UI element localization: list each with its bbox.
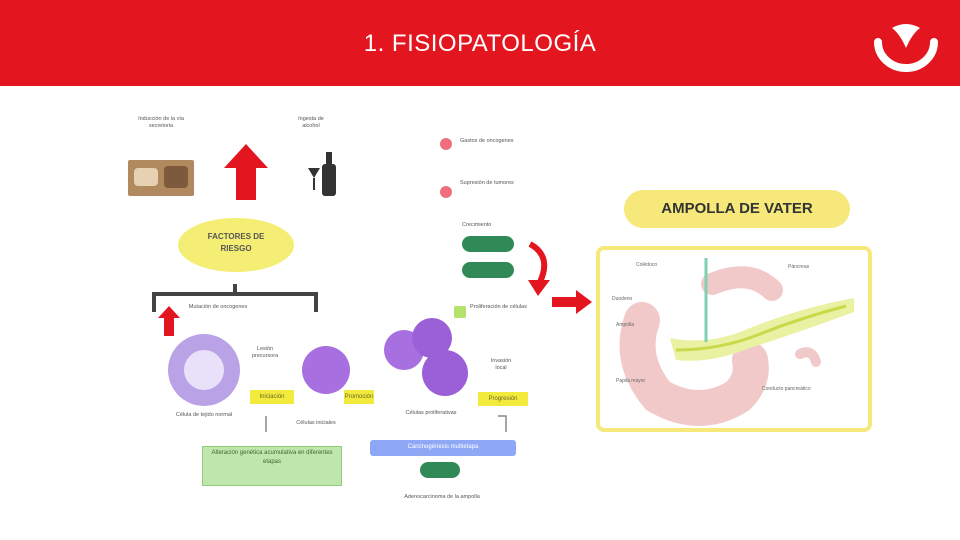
caption-invasion: Invasión local bbox=[490, 358, 512, 371]
bullet-dot bbox=[440, 186, 452, 198]
stage-tag-progression: Progresión bbox=[478, 392, 528, 406]
food-image bbox=[128, 160, 194, 196]
small-increase-arrow-icon bbox=[158, 306, 180, 336]
anatomy-panel: Colédoco Páncreas Duodeno Ampolla Papila… bbox=[596, 246, 872, 432]
university-logo bbox=[874, 24, 938, 72]
caption-oncogenes: Gastos de oncogenes bbox=[460, 138, 514, 144]
stage-tag-promotion: Promoción bbox=[344, 390, 374, 404]
initial-cell bbox=[302, 346, 350, 394]
header-bar: 1. FISIOPATOLOGÍA bbox=[0, 0, 960, 86]
caption-alcohol: Ingesta de alcohol bbox=[298, 116, 324, 129]
right-arrow-icon bbox=[552, 290, 592, 314]
multistage-box: Carcinogénesis multietapa bbox=[370, 440, 516, 456]
caption-growth: Crecimiento bbox=[462, 222, 492, 228]
bottle-icon bbox=[308, 152, 336, 196]
genetic-alteration-box: Alteración genética acumulativa en difer… bbox=[202, 446, 342, 486]
stage-tag-initiation: Iniciación bbox=[250, 390, 294, 404]
green-marker bbox=[420, 462, 460, 478]
caption-proliferation: Proliferación de células bbox=[470, 304, 527, 310]
caption-mutation: Mutación de oncogenes bbox=[188, 304, 248, 310]
risk-factors-oval: FACTORES DE RIESGO bbox=[178, 218, 294, 272]
caption-adenocarcinoma: Adenocarcinoma de la ampolla bbox=[404, 494, 480, 500]
caption-precursor: Lesión precursora bbox=[251, 346, 279, 359]
bracket bbox=[152, 284, 318, 312]
normal-cell bbox=[168, 334, 240, 406]
caption-proliferative: Células proliferativas bbox=[405, 410, 457, 416]
arrows-line bbox=[265, 415, 507, 432]
dna-marker-2 bbox=[462, 262, 514, 278]
ampulla-title: AMPOLLA DE VATER bbox=[624, 190, 850, 228]
label-ampulla: Ampolla bbox=[616, 322, 635, 328]
caption-normal-cell: Célula de tejido normal bbox=[175, 412, 233, 418]
dna-marker-1 bbox=[462, 236, 514, 252]
increase-arrow-icon bbox=[224, 144, 268, 200]
curved-arrow-icon bbox=[528, 241, 550, 296]
caption-secretory: Inducción de la vía secretoria bbox=[138, 116, 184, 129]
pancreas-illustration bbox=[619, 258, 854, 426]
label-pancreatic-duct: Conducto pancreático bbox=[762, 386, 811, 392]
cluster-cell-3 bbox=[422, 350, 468, 396]
label-pancreas: Páncreas bbox=[788, 264, 810, 270]
bullet-dot bbox=[440, 138, 452, 150]
caption-initial-cells: Células iniciales bbox=[296, 420, 336, 426]
label-major-papilla: Papila mayor bbox=[616, 378, 646, 384]
label-duodenum: Duodeno bbox=[612, 296, 633, 302]
label-bile-duct: Colédoco bbox=[636, 262, 658, 268]
green-square bbox=[454, 306, 466, 318]
caption-suppression: Supresión de tumores bbox=[460, 180, 514, 186]
page-title: 1. FISIOPATOLOGÍA bbox=[363, 30, 597, 57]
